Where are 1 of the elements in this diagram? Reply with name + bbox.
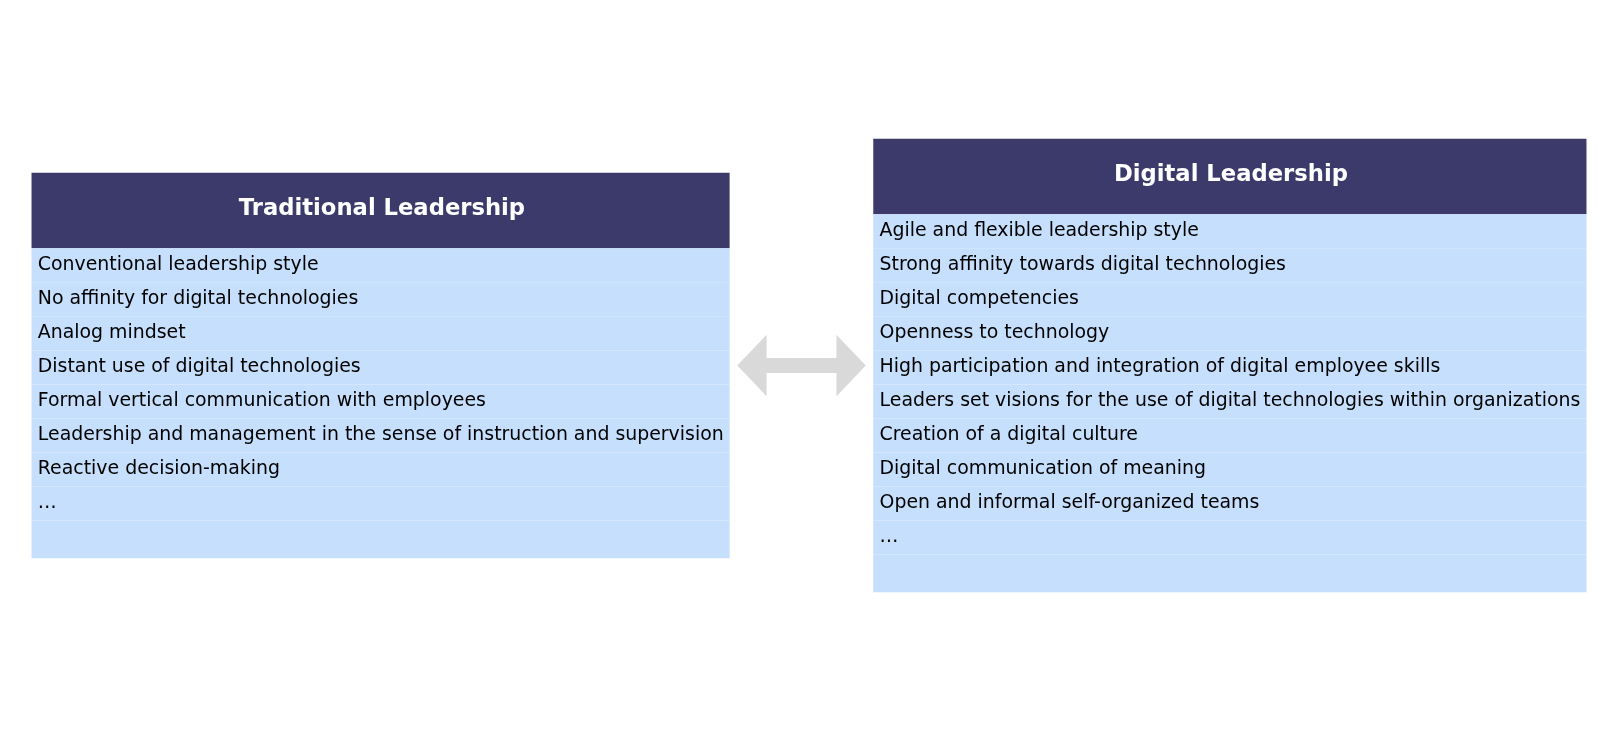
arrow	[737, 334, 866, 397]
